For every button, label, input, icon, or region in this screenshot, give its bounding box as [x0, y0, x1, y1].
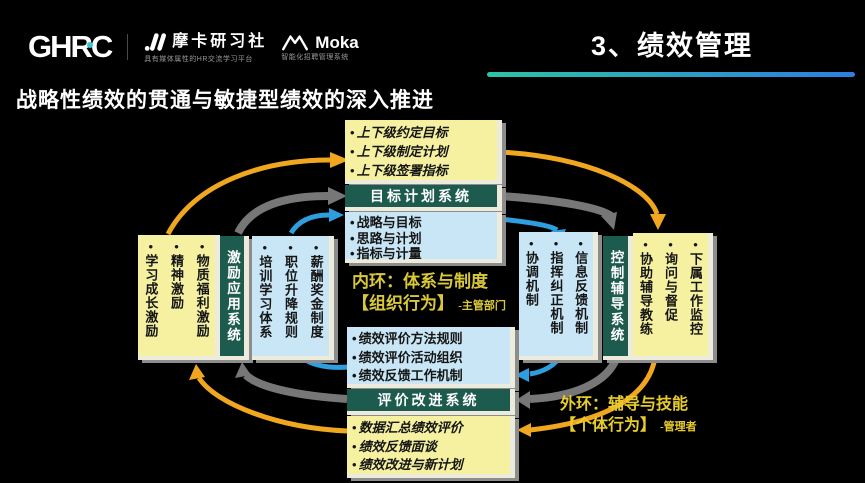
- outer-ring-annotation: -管理者: [660, 421, 697, 433]
- goal-blue-box: 战略与目标 思路与计划 指标与计量: [345, 212, 502, 263]
- list-item: 绩效反馈面谈: [352, 438, 507, 457]
- list-item: 协调机制: [524, 236, 539, 307]
- gray-arrow-left-to-top: [234, 192, 329, 235]
- moka-community-icon: [145, 33, 167, 51]
- list-item: 上下级签署指标: [350, 161, 494, 180]
- orange-arrowhead-left: [189, 364, 205, 380]
- goal-system-title: 目标计划系统: [370, 188, 472, 204]
- slide-title: 3、绩效管理: [590, 31, 754, 61]
- outer-orange-ring: [165, 149, 666, 437]
- moka-community-name: 摩卡研习社: [172, 33, 268, 50]
- moka-community-logo: 摩卡研习社 具有媒体属性的HR交流学习平台: [144, 30, 267, 63]
- list-item: 精神激励: [169, 239, 184, 310]
- inner-ring-line1: 内环：体系与制度: [352, 272, 488, 291]
- gray-arrow-right-to-bottom: [529, 357, 620, 403]
- blue-arrowhead-top: [329, 208, 344, 222]
- evaluation-system-header: 评价改进系统: [347, 389, 515, 415]
- list-item: 上下级制定计划: [350, 142, 494, 161]
- list-item: 培训学习体系: [257, 240, 272, 339]
- list-item: 绩效改进与新计划: [352, 456, 507, 475]
- list-item: 物质福利激励: [195, 239, 210, 338]
- list-item: 思路与计划: [350, 231, 494, 247]
- list-item: 绩效评价方法规则: [352, 330, 507, 349]
- title-underline: [487, 72, 855, 77]
- middle-gray-ring: [234, 187, 620, 409]
- outer-ring-line1: 外环：辅导与技能: [560, 396, 689, 413]
- orange-arrowhead-top: [330, 152, 349, 168]
- list-item: 信息反馈机制: [573, 236, 588, 335]
- ghrc-logo-dot-icon: [87, 42, 93, 48]
- list-item: 指标与计量: [350, 246, 494, 262]
- ghrc-logo: GHRC: [28, 29, 113, 64]
- incentive-blue-box: 培训学习体系 职位升降规则 薪酬奖金制度: [252, 236, 334, 360]
- orange-arrow-right-to-bottom: [529, 357, 658, 433]
- list-item: 学习成长激励: [143, 239, 158, 338]
- list-item: 数据汇总绩效评价: [352, 419, 507, 438]
- orange-arrow-top-to-right: [499, 149, 660, 215]
- brand-bar: GHRC 摩卡研习社 具有媒体属性的HR交流学习平台 Moka: [28, 30, 359, 63]
- outer-ring-label: 外环：辅导与技能 【个体行为】 -管理者: [560, 394, 697, 438]
- orange-arrowhead-bottom: [517, 423, 531, 437]
- gray-arrow-top-to-right: [499, 192, 614, 220]
- control-blue-box: 协调机制 指挥纠正机制 信息反馈机制: [519, 232, 598, 360]
- gray-arrow-bottom-to-left: [243, 371, 348, 403]
- list-item: 职位升降规则: [283, 240, 298, 339]
- control-system-header: 控制辅导系统: [603, 236, 633, 360]
- goal-system-header: 目标计划系统: [345, 185, 502, 211]
- moka-mountains-icon: [282, 35, 309, 51]
- inner-ring-line2: 【组织行为】 -主管部门: [352, 293, 506, 317]
- list-item: 指挥纠正机制: [548, 236, 563, 335]
- list-item: 绩效反馈工作机制: [352, 367, 507, 386]
- list-item: 薪酬奖金制度: [309, 240, 324, 339]
- evaluation-blue-box: 绩效评价方法规则 绩效评价活动组织 绩效反馈工作机制: [347, 327, 515, 388]
- moka-community-tagline: 具有媒体属性的HR交流学习平台: [144, 56, 253, 63]
- list-item: 战略与目标: [350, 215, 494, 231]
- incentive-yellow-box: 学习成长激励 精神激励 物质福利激励: [138, 235, 220, 360]
- goal-yellow-box: 上下级约定目标 上下级制定计划 上下级签署指标: [345, 120, 502, 184]
- list-item: 协助辅导教练: [638, 237, 653, 336]
- brand-divider: [127, 33, 129, 60]
- blue-arrow-top-to-right: [499, 216, 559, 233]
- evaluation-yellow-box: 数据汇总绩效评价 绩效反馈面谈 绩效改进与新计划: [347, 416, 515, 478]
- gray-arrowhead-right: [601, 212, 617, 230]
- blue-arrowhead-bottom: [515, 368, 529, 382]
- evaluation-system-title: 评价改进系统: [377, 392, 480, 408]
- gray-arrowhead-left: [235, 362, 251, 378]
- moka-name: Moka: [315, 32, 359, 52]
- blue-arrow-left-to-top: [288, 212, 330, 235]
- gray-arrowhead-top: [328, 187, 347, 205]
- control-system-title: 控制辅导系统: [608, 249, 624, 343]
- incentive-system-title: 激励应用系统: [225, 249, 240, 343]
- inner-ring-bracket: 【组织行为】: [352, 294, 454, 313]
- orange-arrow-left-to-top: [165, 157, 331, 236]
- gray-arrowhead-bottom: [516, 391, 530, 409]
- inner-ring-label: 内环：体系与制度 【组织行为】 -主管部门: [352, 271, 506, 317]
- outer-ring-line2: 【个体行为】 -管理者: [560, 415, 697, 438]
- outer-ring-bracket: 【个体行为】: [560, 417, 657, 434]
- slide-subtitle: 战略性绩效的贯通与敏捷型绩效的深入推进: [16, 89, 434, 112]
- inner-ring-annotation: -主管部门: [458, 300, 506, 312]
- control-yellow-box: 协助辅导教练 询问与督促 下属工作监控: [633, 233, 713, 360]
- moka-tagline: 智能化招聘管理系统: [281, 54, 349, 61]
- list-item: 下属工作监控: [688, 237, 703, 336]
- incentive-system-header: 激励应用系统: [220, 236, 249, 360]
- list-item: 绩效评价活动组织: [352, 349, 507, 368]
- orange-arrow-bottom-to-left: [196, 376, 348, 434]
- orange-arrowhead-right: [650, 214, 666, 230]
- ghrc-logo-text: GHRC: [28, 29, 113, 64]
- list-item: 上下级约定目标: [350, 123, 494, 142]
- list-item: 询问与督促: [663, 237, 678, 322]
- moka-logo: Moka 智能化招聘管理系统: [281, 32, 359, 62]
